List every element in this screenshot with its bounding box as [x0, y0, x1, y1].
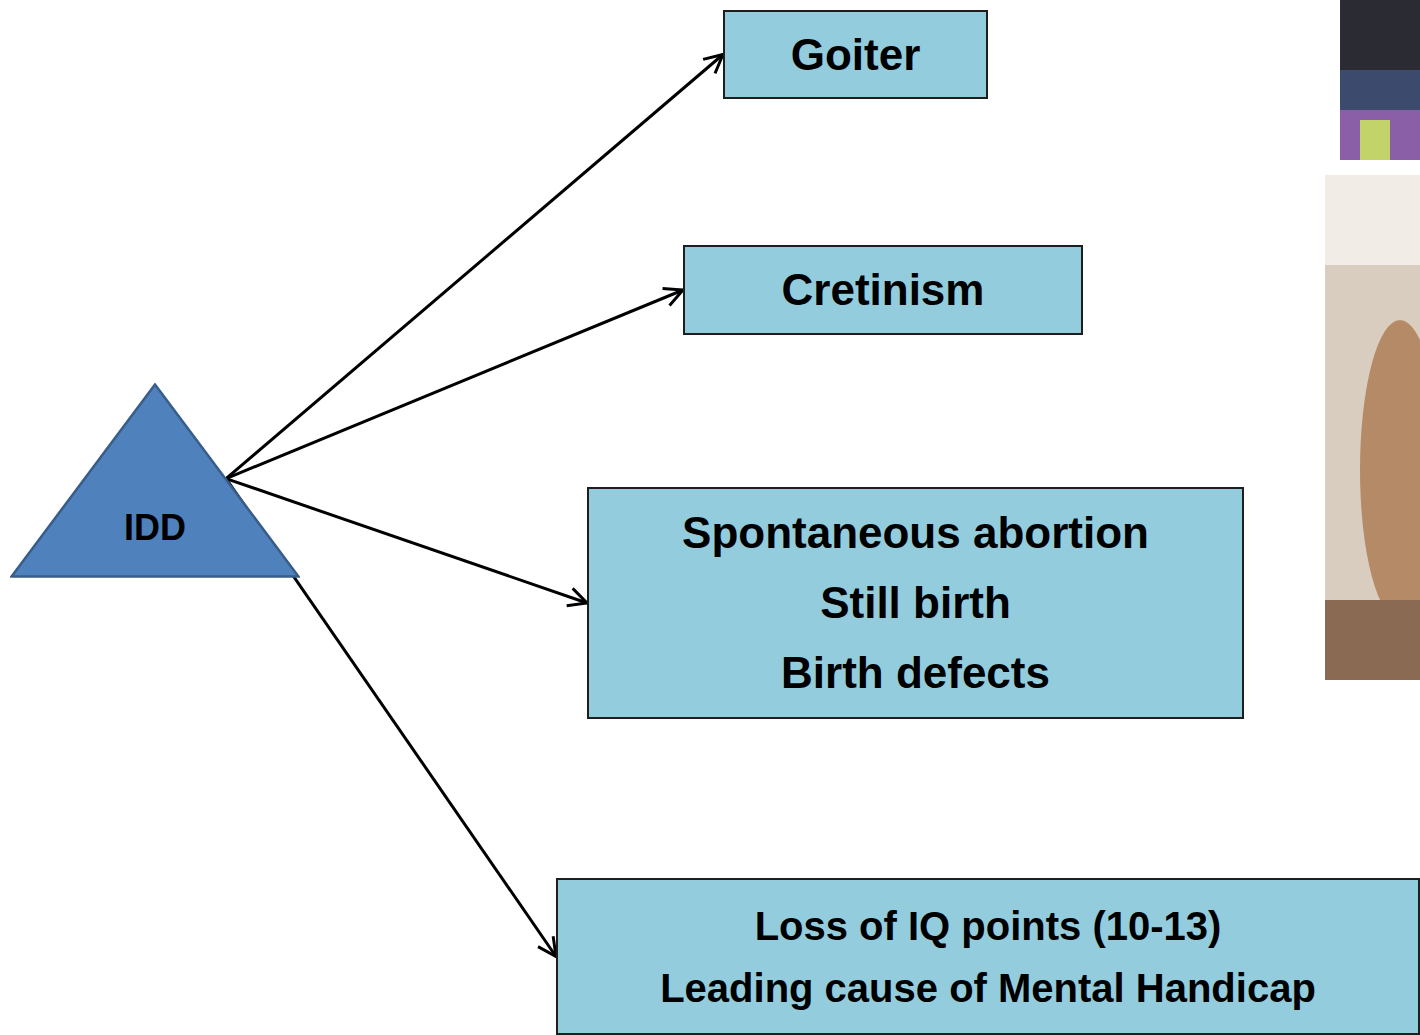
photo-shadow: [1325, 600, 1420, 680]
root-triangle: IDD: [10, 383, 300, 578]
photo-knit-stripe: [1360, 120, 1390, 160]
effect-box: Spontaneous abortionStill birthBirth def…: [587, 487, 1244, 719]
node-text: Cretinism: [782, 264, 985, 316]
photo-knit: [1340, 110, 1420, 160]
node-text: Loss of IQ points (10-13): [755, 895, 1222, 957]
node-text: Spontaneous abortion: [682, 498, 1149, 568]
node-text: Still birth: [820, 568, 1011, 638]
top-photo: [1340, 0, 1420, 160]
photo-frame: [1340, 0, 1420, 160]
node-text: Birth defects: [781, 638, 1050, 708]
triangle-outline: [10, 383, 300, 578]
triangle-shape: [12, 385, 299, 577]
arrow-connector: [226, 479, 587, 603]
effect-box: Goiter: [723, 10, 988, 99]
photo-child: [1360, 320, 1420, 620]
arrow-connector: [226, 55, 723, 479]
arrow-connector: [226, 290, 683, 479]
photo-hair: [1340, 0, 1420, 70]
node-text: Goiter: [791, 29, 921, 81]
effect-box: Loss of IQ points (10-13)Leading cause o…: [556, 878, 1420, 1035]
photo-cloth: [1325, 175, 1420, 265]
node-text: IDD: [124, 508, 186, 548]
effect-box: Cretinism: [683, 245, 1083, 335]
bottom-photo: [1325, 175, 1420, 680]
node-text: Leading cause of Mental Handicap: [660, 957, 1316, 1019]
